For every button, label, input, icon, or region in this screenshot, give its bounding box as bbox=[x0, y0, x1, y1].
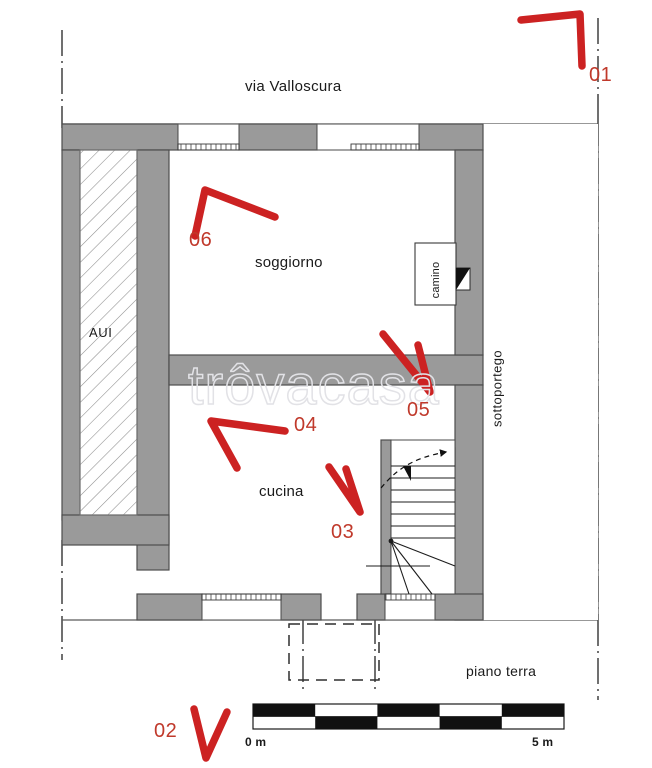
walls bbox=[61, 123, 484, 621]
window-bottom-left-sill bbox=[201, 593, 282, 601]
marker-05-arrow bbox=[379, 330, 434, 396]
wall-stair-side bbox=[380, 439, 392, 595]
marker-06-arrow bbox=[191, 186, 279, 240]
window-top-right-sill bbox=[350, 143, 420, 151]
marker-label-05: 05 bbox=[407, 399, 431, 421]
openings bbox=[177, 123, 436, 621]
wall-top-left bbox=[61, 123, 179, 151]
dashed-footprint-outline bbox=[288, 623, 380, 681]
marker-label-04: 04 bbox=[294, 414, 318, 436]
marker-label-03: 03 bbox=[331, 521, 355, 543]
feature-camino bbox=[414, 242, 471, 306]
wall-right-lower bbox=[454, 384, 484, 621]
wall-aui-divider bbox=[136, 149, 170, 571]
marker-01-arrow bbox=[517, 10, 586, 70]
feature-label-camino: camino bbox=[430, 261, 442, 299]
room-label-cucina: cucina bbox=[259, 483, 304, 500]
wall-aui-bottom bbox=[61, 514, 170, 546]
door-bottom-right-sill bbox=[384, 593, 436, 601]
room-sottoportego bbox=[483, 124, 598, 620]
marker-label-02: 02 bbox=[154, 720, 178, 742]
room-label-sottoportego: sottoportego bbox=[489, 349, 505, 428]
marker-arrows bbox=[190, 10, 586, 762]
scale-bar bbox=[252, 703, 565, 730]
scale-end-label: 5 m bbox=[532, 735, 554, 749]
floor-label: piano terra bbox=[466, 663, 537, 679]
room-label-soggiorno: soggiorno bbox=[255, 254, 323, 271]
wall-right-upper bbox=[454, 149, 484, 356]
wall-bottom-pier-a bbox=[280, 593, 322, 621]
street-label: via Valloscura bbox=[245, 78, 342, 95]
wall-left-exterior bbox=[61, 149, 81, 521]
room-aui-area bbox=[79, 149, 138, 516]
marker-label-06: 06 bbox=[189, 229, 213, 251]
watermark: trôvacasa bbox=[187, 352, 440, 417]
scale-start-label: 0 m bbox=[245, 735, 267, 749]
wall-bottom-pier-b bbox=[356, 593, 386, 621]
marker-04-arrow bbox=[207, 417, 289, 472]
window-top-left-sill bbox=[177, 143, 240, 151]
wall-bottom-left bbox=[136, 593, 203, 621]
marker-03-arrow bbox=[325, 463, 364, 516]
wall-top-pier bbox=[238, 123, 318, 151]
wall-bottom-right bbox=[434, 593, 484, 621]
stairs bbox=[366, 439, 456, 595]
marker-02-arrow bbox=[190, 705, 231, 762]
stair-direction-arrow bbox=[380, 449, 448, 489]
room-label-aui: AUI bbox=[89, 325, 113, 340]
marker-label-01: 01 bbox=[589, 64, 613, 86]
wall-top-right bbox=[418, 123, 484, 151]
